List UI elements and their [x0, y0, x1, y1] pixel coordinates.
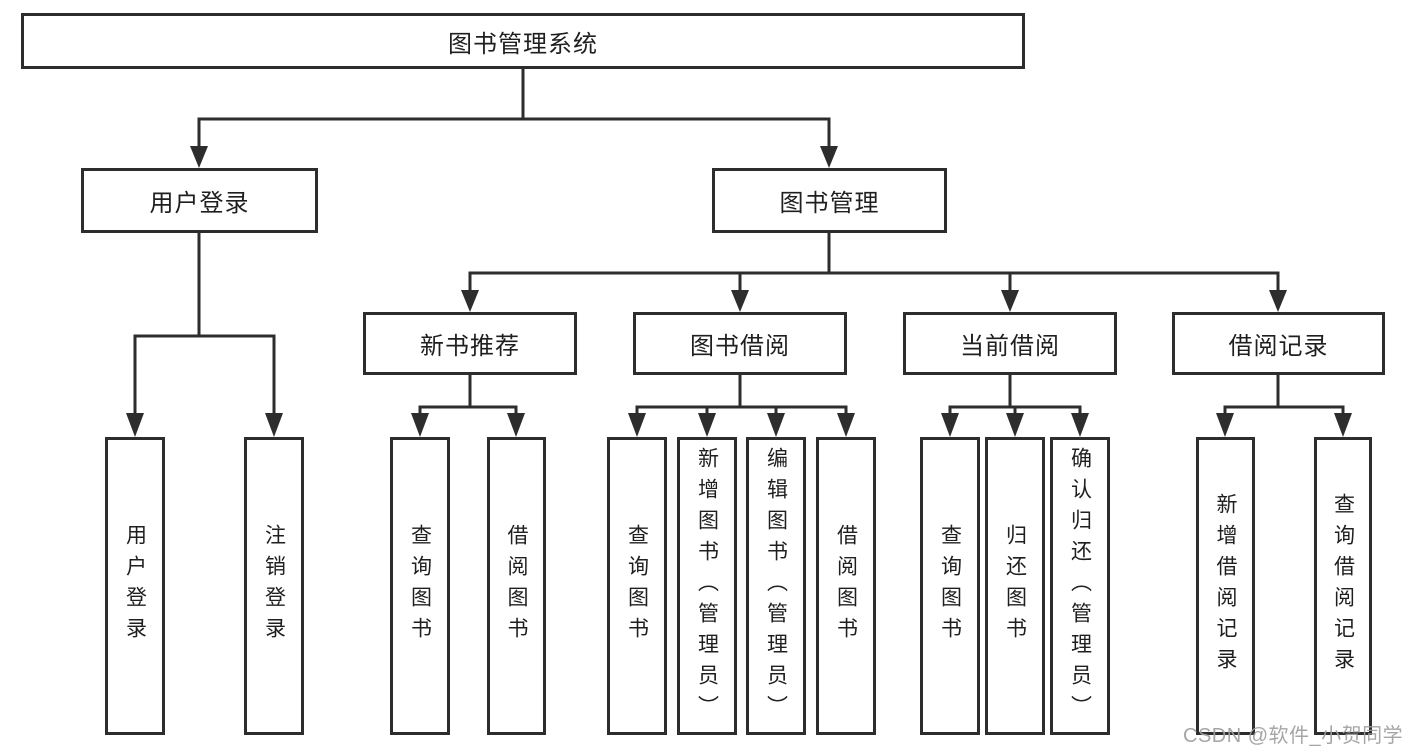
leaf-query-books-borrow: 查询图书: [607, 437, 667, 735]
leaf-label: 查询图书: [408, 524, 432, 648]
leaf-label: 查询图书: [938, 524, 962, 648]
leaf-add-book-admin: 新增图书（管理员）: [677, 437, 737, 735]
leaf-label: 查询图书: [625, 524, 649, 648]
leaf-add-borrow-record: 新增借阅记录: [1196, 437, 1255, 735]
connector-userlogin-to-leaves: [126, 233, 283, 437]
node-label: 图书借阅: [690, 333, 790, 360]
leaf-label: 归还图书: [1003, 524, 1027, 648]
leaf-borrow-books-recommend: 借阅图书: [487, 437, 546, 735]
leaf-confirm-return-admin: 确认归还（管理员）: [1050, 437, 1110, 735]
node-label: 图书管理系统: [448, 30, 598, 58]
leaf-query-books-recommend: 查询图书: [390, 437, 450, 735]
leaf-edit-book-admin: 编辑图书（管理员）: [746, 437, 806, 735]
connector-newbookrec-to-leaves: [411, 375, 525, 437]
leaf-label: 编辑图书（管理员）: [764, 446, 788, 726]
node-book-management: 图书管理: [712, 168, 947, 233]
node-label: 当前借阅: [960, 333, 1060, 360]
connector-bookborrow-to-leaves: [628, 375, 855, 437]
leaf-query-borrow-record: 查询借阅记录: [1314, 437, 1372, 735]
leaf-label: 查询借阅记录: [1331, 493, 1355, 679]
leaf-label: 新增图书（管理员）: [695, 446, 719, 726]
leaf-label: 借阅图书: [505, 524, 528, 648]
node-library-management-system: 图书管理系统: [21, 13, 1025, 69]
node-book-borrowing: 图书借阅: [633, 312, 847, 375]
leaf-borrow-books: 借阅图书: [816, 437, 876, 735]
leaf-label: 用户登录: [123, 524, 147, 648]
leaf-label: 确认归还（管理员）: [1068, 446, 1092, 726]
leaf-return-book: 归还图书: [985, 437, 1045, 735]
node-label: 用户登录: [149, 190, 250, 217]
connector-borrowrecords-to-leaves: [1216, 375, 1352, 437]
leaf-user-login: 用户登录: [105, 437, 165, 735]
node-new-book-recommend: 新书推荐: [363, 312, 577, 375]
leaf-label: 注销登录: [262, 524, 286, 648]
connector-currentborrow-to-leaves: [941, 375, 1089, 437]
leaf-label: 借阅图书: [834, 524, 858, 648]
leaf-label: 新增借阅记录: [1214, 493, 1237, 679]
node-user-login: 用户登录: [81, 168, 318, 233]
connector-bookmgmt-to-level3: [461, 233, 1287, 312]
csdn-watermark: CSDN @软件_小贺同学: [1183, 725, 1404, 747]
node-label: 图书管理: [779, 190, 880, 217]
leaf-query-books-current: 查询图书: [920, 437, 980, 735]
node-label: 借阅记录: [1228, 333, 1329, 360]
leaf-logout: 注销登录: [244, 437, 304, 735]
connector-root-to-level2: [190, 69, 838, 168]
node-borrowing-records: 借阅记录: [1172, 312, 1385, 375]
node-label: 新书推荐: [420, 333, 520, 360]
node-current-borrowing: 当前借阅: [903, 312, 1117, 375]
